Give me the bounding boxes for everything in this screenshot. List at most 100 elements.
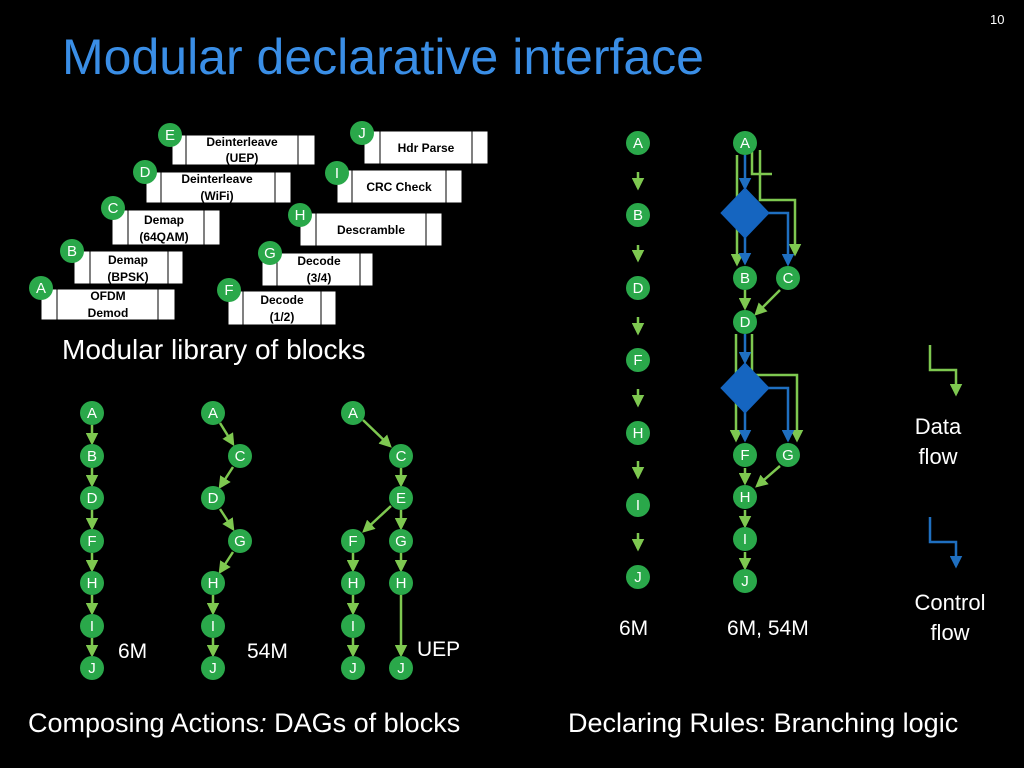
block-label-line: Decode bbox=[297, 254, 341, 268]
chain-node: B bbox=[626, 203, 650, 227]
node-badge-c: C bbox=[101, 196, 125, 220]
block-label-line: (WiFi) bbox=[200, 189, 233, 203]
library-block-f: Decode (1/2) bbox=[227, 290, 337, 326]
svg-text:J: J bbox=[741, 573, 749, 590]
legend-control-flow-line: flow bbox=[930, 620, 970, 645]
dag-1-node: A bbox=[80, 401, 104, 425]
svg-text:G: G bbox=[782, 447, 794, 464]
composing-caption: Composing Actions: DAGs of blocks bbox=[28, 708, 460, 739]
dag-1-node: D bbox=[80, 486, 104, 510]
library-block-e: Deinterleave (UEP) bbox=[171, 134, 316, 166]
svg-text:C: C bbox=[396, 448, 407, 465]
svg-text:A: A bbox=[348, 405, 358, 422]
branch-node: D bbox=[733, 310, 757, 334]
dag-3-node: A bbox=[341, 401, 365, 425]
dag-3-label: UEP bbox=[417, 638, 461, 661]
dag-3-node: E bbox=[389, 486, 413, 510]
dag-3-node: I bbox=[341, 614, 365, 638]
svg-text:H: H bbox=[208, 575, 219, 592]
dag-1-node: J bbox=[80, 656, 104, 680]
svg-text:J: J bbox=[358, 125, 366, 142]
block-label-line: (3/4) bbox=[307, 271, 332, 285]
dag-3-node: J bbox=[389, 656, 413, 680]
svg-text:I: I bbox=[743, 531, 747, 548]
library-block-c: Demap (64QAM) bbox=[111, 209, 221, 246]
library-block-i: CRC Check bbox=[336, 169, 463, 204]
chain-node: F bbox=[626, 348, 650, 372]
svg-text:C: C bbox=[108, 200, 119, 217]
slide-number: 10 bbox=[990, 12, 1005, 27]
block-label-line: OFDM bbox=[90, 289, 125, 303]
svg-text:J: J bbox=[634, 569, 642, 586]
svg-text:H: H bbox=[740, 489, 751, 506]
composing-caption-prefix: Composing Actions bbox=[28, 708, 260, 738]
chain-node: A bbox=[626, 131, 650, 155]
node-badge-a: A bbox=[29, 276, 53, 300]
block-label-line: (BPSK) bbox=[107, 270, 148, 284]
dag-2-node: I bbox=[201, 614, 225, 638]
svg-text:F: F bbox=[740, 447, 749, 464]
svg-text:F: F bbox=[348, 533, 357, 550]
dag-1-label: 6M bbox=[118, 640, 148, 663]
block-library: Deinterleave (UEP) Deinterleave (WiFi) D… bbox=[40, 130, 489, 326]
svg-text:I: I bbox=[351, 618, 355, 635]
svg-text:B: B bbox=[67, 243, 77, 260]
chain-node: H bbox=[626, 421, 650, 445]
svg-text:J: J bbox=[88, 660, 96, 677]
library-block-h: Descramble bbox=[299, 212, 443, 247]
composing-caption-colon: : bbox=[259, 708, 267, 738]
dag-2-label: 54M bbox=[247, 640, 288, 663]
library-badges: E D C B A J I H G F bbox=[29, 121, 374, 302]
block-label-line: Descramble bbox=[337, 223, 405, 237]
svg-text:I: I bbox=[636, 497, 640, 514]
svg-text:D: D bbox=[87, 490, 98, 507]
library-block-b: Demap (BPSK) bbox=[73, 250, 184, 285]
dag-1-node: I bbox=[80, 614, 104, 638]
svg-text:A: A bbox=[740, 135, 750, 152]
svg-text:I: I bbox=[335, 165, 339, 182]
composing-caption-suffix: DAGs of blocks bbox=[266, 708, 461, 738]
svg-text:D: D bbox=[633, 280, 644, 297]
block-label-line: Demap bbox=[144, 213, 184, 227]
chain-label: 6M bbox=[619, 617, 649, 640]
library-block-a: OFDM Demod bbox=[40, 288, 176, 321]
block-label-line: CRC Check bbox=[366, 180, 432, 194]
dag-2-node: D bbox=[201, 486, 225, 510]
branch-nodes: A B C D F G H I J bbox=[733, 131, 800, 593]
branch-diamonds bbox=[720, 187, 770, 414]
svg-text:B: B bbox=[87, 448, 97, 465]
svg-text:B: B bbox=[740, 270, 750, 287]
svg-text:H: H bbox=[87, 575, 98, 592]
svg-text:A: A bbox=[633, 135, 643, 152]
svg-text:H: H bbox=[295, 207, 306, 224]
branch-node: J bbox=[733, 569, 757, 593]
dag-2-node: J bbox=[201, 656, 225, 680]
slide-title: Modular declarative interface bbox=[62, 29, 704, 85]
dag-2-node: G bbox=[228, 529, 252, 553]
legend-data-flow-label: Data flow bbox=[898, 412, 978, 472]
branch-control-edges bbox=[738, 155, 795, 443]
decision-diamond bbox=[720, 187, 770, 239]
branch-node: B bbox=[733, 266, 757, 290]
svg-text:D: D bbox=[740, 314, 751, 331]
svg-text:H: H bbox=[633, 425, 644, 442]
svg-text:J: J bbox=[397, 660, 405, 677]
library-block-d: Deinterleave (WiFi) bbox=[145, 171, 292, 204]
dag-2-node: A bbox=[201, 401, 225, 425]
svg-text:F: F bbox=[224, 282, 233, 299]
svg-text:B: B bbox=[633, 207, 643, 224]
svg-text:J: J bbox=[209, 660, 217, 677]
legend-data-flow-icon bbox=[928, 345, 963, 397]
legend-control-flow-label: Control flow bbox=[898, 588, 1002, 648]
svg-text:D: D bbox=[140, 164, 151, 181]
svg-text:G: G bbox=[395, 533, 407, 550]
svg-text:F: F bbox=[633, 352, 642, 369]
node-badge-f: F bbox=[217, 278, 241, 302]
svg-text:A: A bbox=[87, 405, 97, 422]
dag-3-node: C bbox=[389, 444, 413, 468]
branch-node: F bbox=[733, 443, 757, 467]
dag-edges bbox=[85, 419, 408, 658]
chain-node: D bbox=[626, 276, 650, 300]
block-label-line: Demap bbox=[108, 253, 148, 267]
